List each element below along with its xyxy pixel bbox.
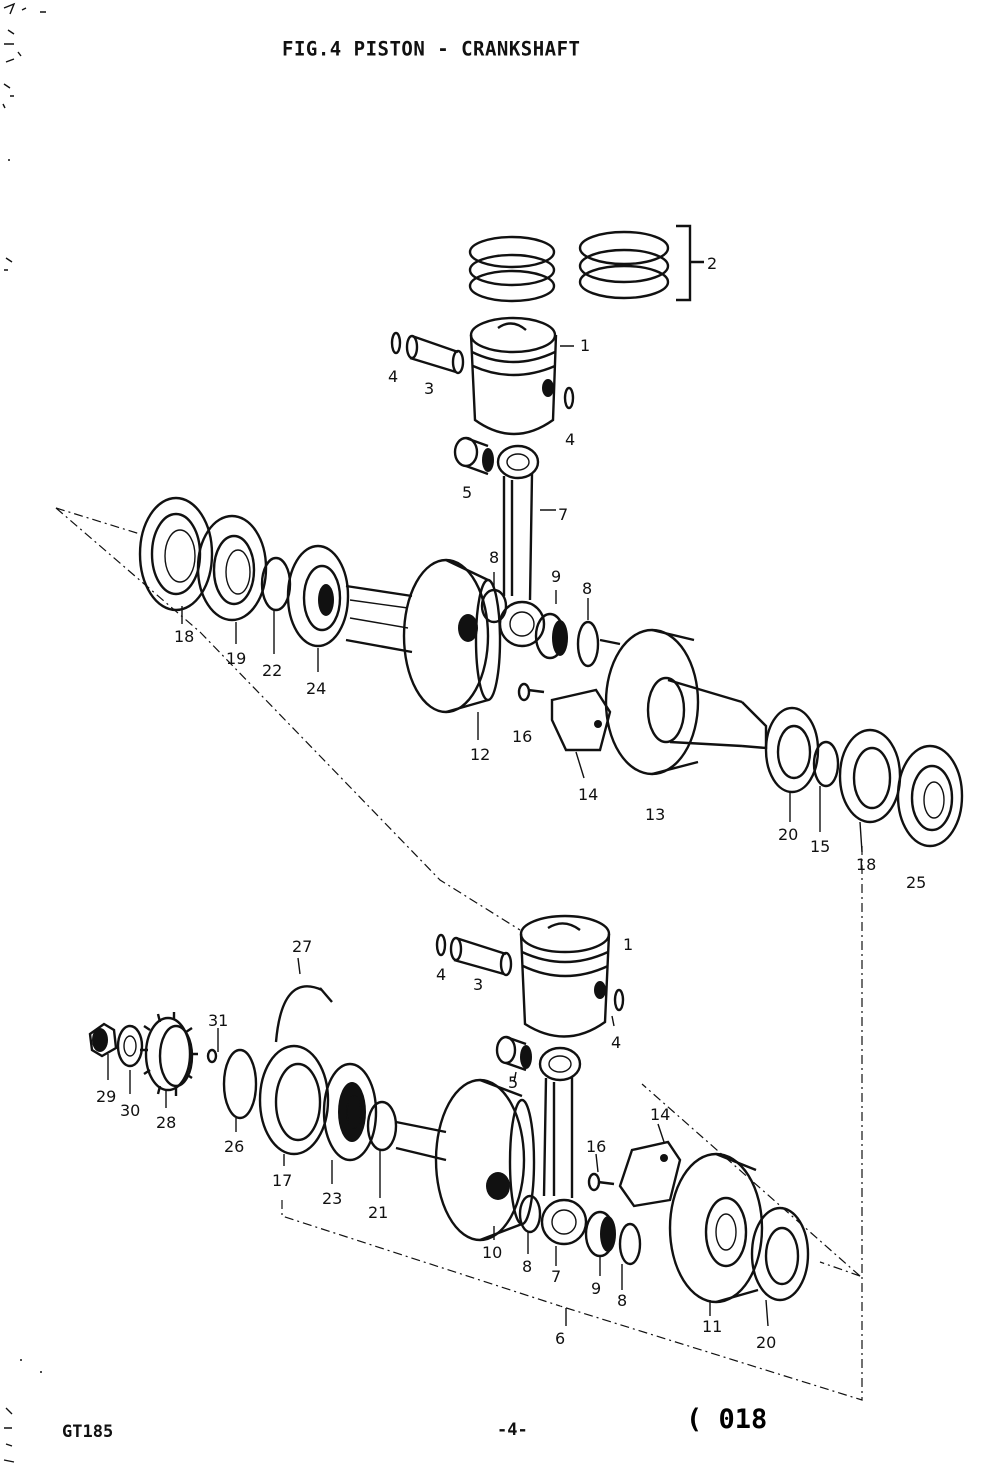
left-crank-half-lower: [395, 1078, 642, 1266]
balance-plate: [550, 688, 612, 752]
callout-20: 20: [778, 825, 798, 844]
piston-lower: [519, 914, 625, 1038]
piston-pin-lower: [435, 933, 513, 977]
callout-29: 29: [96, 1087, 116, 1106]
callout-8: 8: [582, 579, 592, 598]
piston-pin: [390, 331, 465, 375]
callout-14: 14: [578, 785, 598, 804]
callout-4: 4: [565, 430, 575, 449]
callout-30: 30: [120, 1101, 140, 1120]
callout-13: 13: [645, 805, 665, 824]
right-crank-half-lower: [668, 1152, 764, 1304]
left-bearing-stack-lower: [258, 1044, 398, 1162]
callout-19: 19: [226, 649, 246, 668]
callout-16: 16: [512, 727, 532, 746]
callout-4: 4: [436, 965, 446, 984]
connecting-rod-lower: [538, 1046, 588, 1246]
callout-28: 28: [156, 1113, 176, 1132]
model-code: GT185: [62, 1422, 114, 1442]
crank-pin-screw: [517, 682, 545, 702]
callout-9: 9: [551, 567, 561, 586]
callout-1: 1: [580, 336, 590, 355]
callout-22: 22: [262, 661, 282, 680]
right-bearing-stack: [764, 706, 964, 848]
callout-8: 8: [489, 548, 499, 567]
small-end-bearing-lower: [495, 1035, 532, 1072]
callout-7: 7: [551, 1267, 561, 1286]
callout-23: 23: [322, 1189, 342, 1208]
right-bearing-lower: [750, 1206, 810, 1302]
callout-18: 18: [174, 627, 194, 646]
callout-9: 9: [591, 1279, 601, 1298]
callout-3: 3: [473, 975, 483, 994]
piston: [469, 316, 575, 436]
callout-4: 4: [611, 1033, 621, 1052]
upper-assembly: [138, 224, 964, 848]
callout-21: 21: [368, 1203, 388, 1222]
callout-16: 16: [586, 1137, 606, 1156]
piston-rings: [468, 224, 704, 303]
callout-12: 12: [470, 745, 490, 764]
callout-11: 11: [702, 1317, 722, 1336]
callout-8: 8: [617, 1291, 627, 1310]
connecting-rod: [496, 444, 546, 648]
balance-plate-lower: [618, 1140, 682, 1208]
callout-31: 31: [208, 1011, 228, 1030]
callout-10: 10: [482, 1243, 502, 1262]
callout-4: 4: [388, 367, 398, 386]
alignment-lines: [55, 507, 863, 1401]
callout-20: 20: [756, 1333, 776, 1352]
left-bearing-stack: [138, 496, 350, 648]
thrust-washer: [222, 1048, 258, 1120]
callout-17: 17: [272, 1171, 292, 1190]
callout-3: 3: [424, 379, 434, 398]
circlip: [274, 985, 333, 1043]
lower-callouts: 27 31 29 30 28 26 17 23 21 4 3 1 4 5 14 …: [96, 935, 776, 1352]
callout-26: 26: [224, 1137, 244, 1156]
crank-pin-screw-lower: [587, 1172, 615, 1192]
scan-noise: [2, 2, 46, 1463]
callout-18: 18: [856, 855, 876, 874]
callout-1: 1: [623, 935, 633, 954]
callout-14: 14: [650, 1105, 670, 1124]
upper-callouts: 1 2 4 3 4 5 7 8 9 8 18 19 22 24 12 16 14…: [174, 254, 926, 892]
nut-washer-gear: [88, 1012, 218, 1096]
callout-6: 6: [555, 1329, 565, 1348]
callout-5: 5: [508, 1073, 518, 1092]
callout-7: 7: [558, 505, 568, 524]
callout-5: 5: [462, 483, 472, 502]
right-crank-half: [604, 628, 768, 776]
left-crank-half: [345, 558, 621, 714]
leader-lines: [107, 345, 863, 1327]
callout-25: 25: [906, 873, 926, 892]
figure-code: ( 018: [686, 1404, 768, 1435]
page-number: -4-: [497, 1420, 528, 1440]
small-end-bearing: [453, 436, 494, 476]
callout-15: 15: [810, 837, 830, 856]
callout-24: 24: [306, 679, 326, 698]
figure-title: FIG.4 PISTON - CRANKSHAFT: [282, 37, 581, 61]
callout-8: 8: [522, 1257, 532, 1276]
callout-27: 27: [292, 937, 312, 956]
callout-2: 2: [707, 254, 717, 273]
lower-assembly: [88, 914, 810, 1304]
